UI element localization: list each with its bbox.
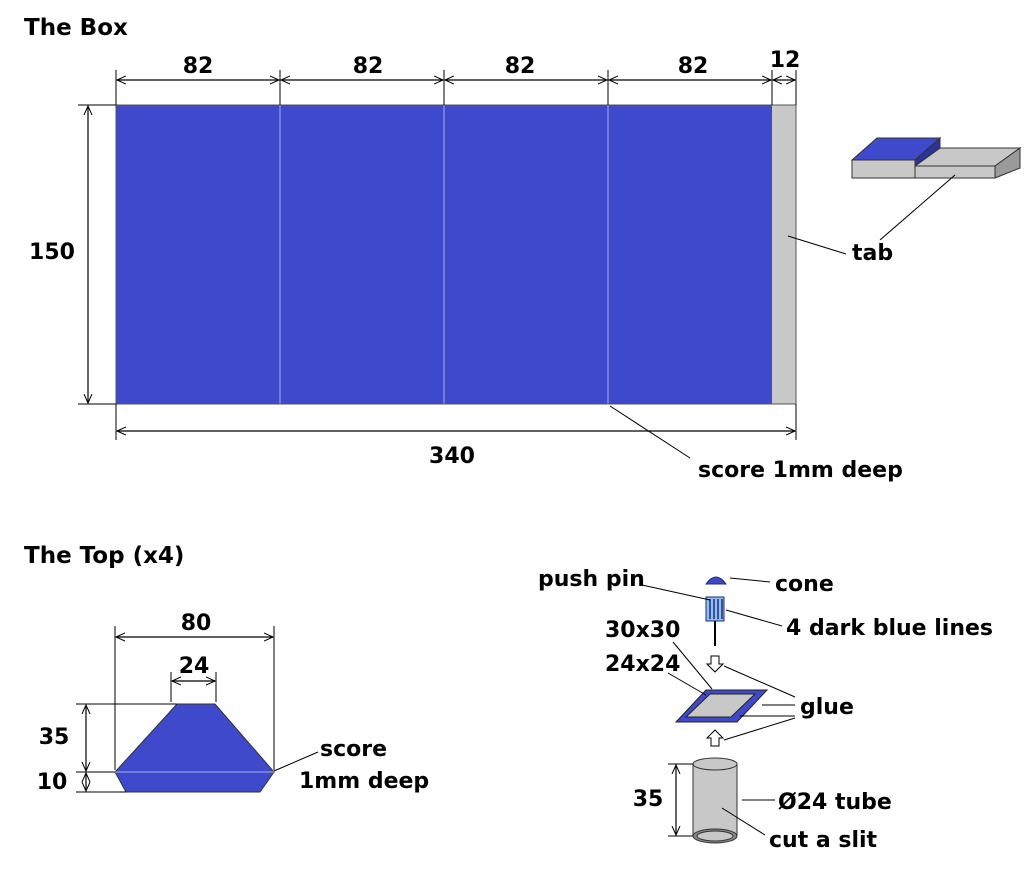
glue-label: glue	[800, 695, 854, 720]
top-height-label: 35	[39, 725, 70, 750]
box-height-dimension: 150	[29, 104, 116, 405]
tube-height-label: 35	[633, 787, 664, 812]
top-dimensions: 80 24 35 10	[37, 611, 275, 795]
tab-width: 12	[770, 48, 801, 73]
panel-1-width: 82	[183, 54, 214, 79]
tube-label: Ø24 tube	[778, 790, 892, 815]
top-width-label: 80	[181, 611, 212, 636]
dark-blue-lines-label: 4 dark blue lines	[786, 616, 993, 641]
panel-4-width: 82	[678, 54, 709, 79]
box-width-dimensions: 82 82 82 82 12	[115, 48, 801, 105]
top-top-width-label: 24	[179, 654, 210, 679]
panel-3-width: 82	[505, 54, 536, 79]
top-score-label-2: 1mm deep	[299, 769, 429, 794]
box-height-label: 150	[29, 240, 75, 265]
box-panel-4	[608, 105, 772, 404]
top-lip-label: 10	[37, 770, 68, 795]
cone-illustration	[705, 576, 727, 585]
slit-label: cut a slit	[769, 828, 878, 853]
push-pin-illustration	[705, 596, 725, 646]
square-plate-inner	[684, 693, 757, 718]
box-panel-1	[116, 105, 280, 404]
box-tab	[772, 105, 796, 404]
push-pin-label: push pin	[538, 567, 645, 592]
box-heading: The Box	[24, 15, 128, 41]
assembly-diagram: cone push pin 4 dark blue lines 30x30 24…	[538, 567, 993, 853]
outer-square-label: 30x30	[605, 618, 680, 643]
box-total-width-label: 340	[429, 444, 475, 469]
tab-detail-illustration	[850, 136, 1022, 241]
panel-2-width: 82	[353, 54, 384, 79]
box-net	[115, 104, 797, 405]
box-panel-3	[444, 105, 608, 404]
tube-illustration	[692, 757, 738, 844]
tab-label: tab	[852, 241, 893, 266]
inner-square-label: 24x24	[605, 652, 680, 677]
arrow-down-icon	[705, 655, 725, 673]
top-net	[113, 703, 276, 793]
top-heading: The Top (x4)	[24, 543, 184, 569]
box-panel-2	[280, 105, 444, 404]
score-label: score 1mm deep	[698, 458, 903, 483]
cone-label: cone	[775, 572, 834, 597]
box-total-width-dimension: 340	[115, 404, 797, 469]
arrow-up-icon	[705, 729, 725, 747]
top-score-label-1: score	[320, 737, 387, 762]
box-outline	[115, 104, 797, 405]
